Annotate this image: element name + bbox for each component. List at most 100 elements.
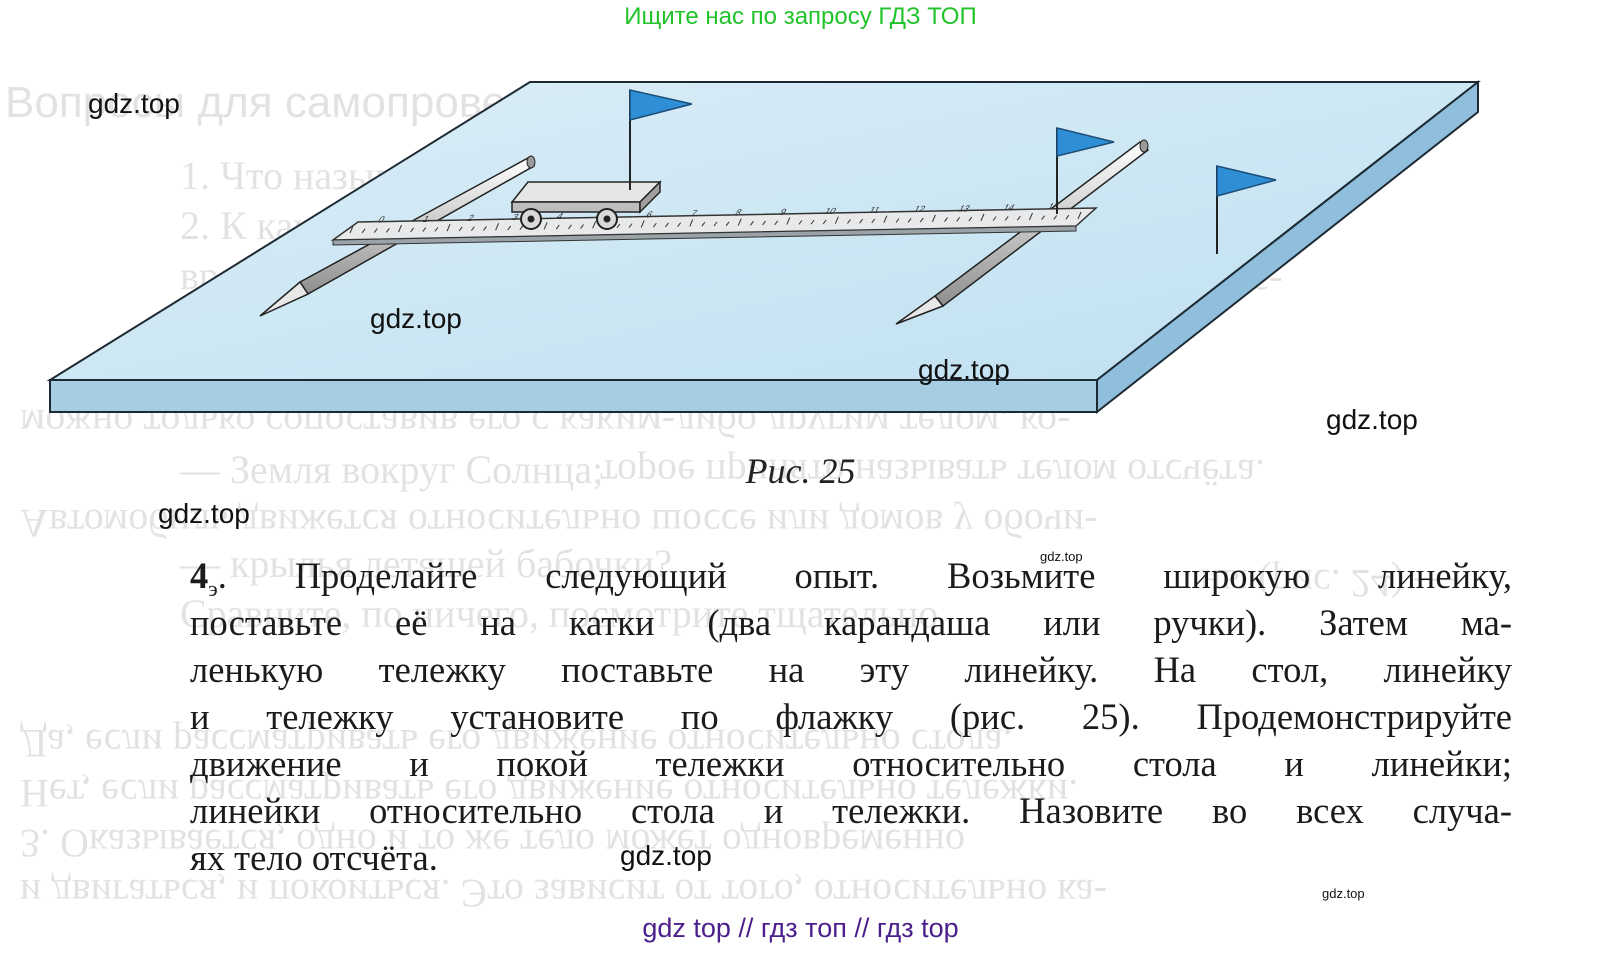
ruler-tick — [1029, 212, 1033, 221]
ruler-tick — [580, 224, 584, 229]
ruler-tick — [810, 219, 815, 225]
ruler-number: 14 — [1000, 203, 1016, 213]
ruler-labels: 0123456789101112131415 — [376, 202, 1061, 225]
ruler-tick — [495, 223, 500, 231]
ruler-tick — [980, 213, 985, 222]
ruler-tick — [592, 221, 597, 229]
flag-on-cart — [629, 89, 693, 190]
ruler: 0123456789101112131415 — [330, 202, 1098, 246]
task-line: и тележку установите по флажку (рис. 25)… — [190, 696, 1512, 737]
ruler-tick — [931, 214, 936, 222]
ruler-tick — [859, 218, 863, 224]
ruler-number: 12 — [911, 205, 927, 215]
ruler-tick — [349, 225, 354, 234]
watermark-small: gdz.top — [1322, 886, 1365, 901]
task-text: 4э. Проделайте следующий опыт. Возьмите … — [190, 552, 1512, 881]
ruler-tick — [968, 216, 973, 222]
ruler-number: 11 — [867, 206, 882, 216]
ruler-tick — [1041, 215, 1045, 220]
search-banner[interactable]: Ищите нас по запросу ГДЗ ТОП — [624, 3, 977, 30]
ruler-number: 13 — [956, 204, 972, 214]
footer-links[interactable]: gdz top // гдз топ // гдз top — [642, 913, 959, 943]
ruler-ticks — [349, 211, 1082, 234]
table — [46, 79, 1481, 415]
ruler-number: 4 — [554, 212, 565, 222]
ruler-tick — [798, 220, 803, 225]
ruler-number: 1 — [420, 214, 431, 224]
task-line-1: 4э. Проделайте следующий опыт. Возьмите … — [190, 555, 1512, 601]
ruler-tick — [1077, 211, 1082, 220]
ruler-tick — [519, 225, 524, 231]
figure-caption: Рис. 25 — [745, 451, 856, 491]
ruler-tick — [483, 226, 487, 231]
ruler-tick — [422, 227, 427, 232]
ruler-tick — [956, 217, 961, 222]
ruler-tick — [385, 228, 390, 233]
ruler-number: 3 — [510, 213, 521, 223]
ruler-tick — [677, 222, 681, 227]
ruler-tick — [1016, 215, 1021, 221]
ruler-tick — [470, 226, 475, 231]
ruler-tick — [665, 222, 669, 228]
ruler-number: 9 — [777, 207, 788, 217]
ruler-tick — [834, 216, 839, 224]
ruler-tick — [895, 218, 900, 223]
ruler-tick — [786, 217, 791, 225]
watermark-small: gdz.top — [1040, 549, 1083, 564]
ruler-tick — [458, 226, 463, 232]
ruler-tick — [762, 220, 766, 226]
ruler-tick — [992, 216, 997, 221]
task-line: ленькую тележку поставьте на эту линейку… — [190, 649, 1512, 690]
task-number: 4 — [190, 555, 209, 596]
ruler-tick — [847, 219, 851, 224]
ruler-tick — [689, 219, 694, 227]
ruler-number: 7 — [688, 209, 699, 219]
ruler-tick — [1065, 214, 1070, 220]
ruler-tick — [1053, 215, 1058, 220]
ruler-tick — [446, 223, 451, 232]
ruler-number: 15 — [1045, 202, 1061, 212]
ruler-tick — [361, 228, 366, 234]
ruler-tick — [555, 224, 560, 230]
watermark: gdz.top — [88, 88, 180, 119]
ruler-tick — [410, 227, 415, 233]
watermark: gdz.top — [158, 498, 250, 529]
task-marker: э — [208, 576, 218, 601]
ruler-tick — [398, 224, 402, 233]
watermark: gdz.top — [1326, 404, 1418, 435]
ruler-tick — [373, 228, 378, 233]
ruler-number: 2 — [465, 214, 476, 224]
ruler-tick — [616, 223, 621, 229]
ruler-number: 8 — [733, 208, 744, 218]
ruler-number: 0 — [376, 215, 387, 225]
ruler-tick — [652, 222, 657, 228]
ruler-tick — [1004, 216, 1009, 221]
ruler-tick — [543, 222, 548, 230]
ruler-tick — [701, 221, 706, 227]
ruler-tick — [774, 220, 779, 226]
ruler-number: 6 — [643, 210, 654, 220]
ruler-tick — [822, 219, 827, 225]
ruler-tick — [568, 224, 572, 230]
task-line: движение и покой тележки относительно ст… — [190, 743, 1512, 784]
ruler-tick — [944, 217, 948, 222]
figure-illustration: 0123456789101112131415 — [46, 79, 1481, 415]
task-line: линейки относительно стола и тележки. На… — [190, 790, 1512, 831]
ruler-tick — [628, 223, 633, 228]
flag-on-table — [1216, 165, 1277, 254]
ruler-tick — [713, 221, 718, 227]
ruler-tick — [907, 217, 912, 223]
ruler-tick — [640, 220, 645, 228]
task-line: поставьте её на катки (два карандаша или… — [190, 602, 1512, 643]
ruler-tick — [737, 218, 742, 226]
flag-on-ruler — [1056, 127, 1115, 214]
watermark: gdz.top — [370, 303, 462, 334]
watermark: gdz.top — [918, 354, 1010, 385]
ruler-tick — [434, 227, 439, 232]
ruler-tick — [750, 221, 754, 226]
ruler-tick — [919, 217, 924, 223]
task-line: ях тело отсчёта. — [190, 837, 438, 878]
watermark: gdz.top — [620, 840, 712, 871]
ruler-tick — [871, 218, 876, 224]
ruler-number: 10 — [822, 207, 838, 217]
